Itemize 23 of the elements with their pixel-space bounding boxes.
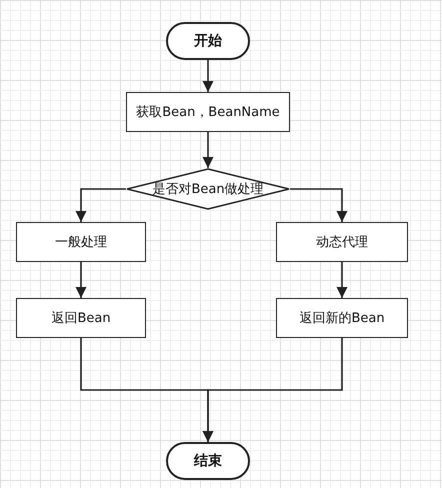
arrow (75, 262, 87, 298)
terminal-label: 结束 (194, 452, 222, 470)
node-label: 返回Bean (51, 310, 111, 327)
process-box (276, 222, 408, 262)
process-box (126, 92, 290, 132)
arrow (290, 188, 348, 222)
decision-diamond (126, 168, 290, 210)
process-box (16, 222, 146, 262)
terminal-box (166, 442, 250, 480)
node-label: 动态代理 (316, 234, 368, 251)
arrow (202, 60, 214, 92)
arrow (336, 262, 348, 298)
node-label: 获取Bean，BeanName (136, 104, 280, 121)
node-label: 一般处理 (55, 234, 107, 251)
node-label: 返回新的Bean (299, 310, 385, 327)
arrow (202, 338, 343, 442)
arrow (75, 188, 126, 222)
terminal-label: 开始 (194, 32, 222, 50)
node-label: 是否对Bean做处理 (152, 181, 264, 198)
arrow (202, 132, 214, 168)
process-box (276, 298, 408, 338)
terminal-box (166, 22, 250, 60)
process-box (16, 298, 146, 338)
